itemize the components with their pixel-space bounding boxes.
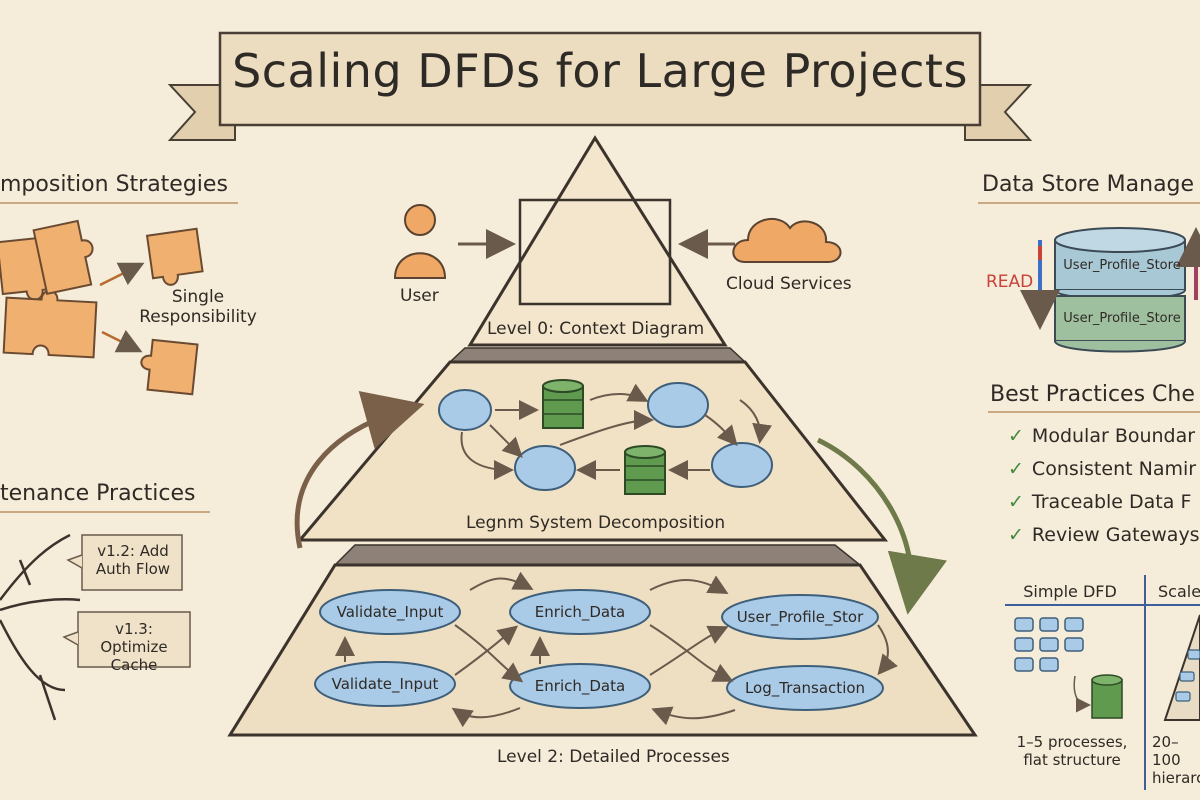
database-icon xyxy=(542,379,584,429)
title-banner xyxy=(167,31,1033,141)
user-label: User xyxy=(400,286,439,306)
puzzle-icon xyxy=(0,219,204,396)
checklist-item: ✓Traceable Data F xyxy=(1008,491,1192,513)
level-2-processes xyxy=(314,571,898,728)
store-label-1: User_Profile_Store xyxy=(1063,258,1181,273)
check-icon: ✓ xyxy=(1008,524,1024,546)
process-enrich-data: Enrich_Data xyxy=(534,603,626,621)
process-validate-input: Validate_Input xyxy=(336,603,444,621)
maintenance-heading: tenance Practices xyxy=(0,481,196,506)
best-practices-heading: Best Practices Che xyxy=(990,382,1195,407)
scaled-dfd-title: Scale xyxy=(1158,582,1200,601)
single-responsibility-label: Single Responsibility xyxy=(139,287,257,327)
simple-dfd-title: Simple DFD xyxy=(1023,582,1117,601)
store-label-2: User_Profile_Store xyxy=(1063,311,1181,326)
page-title: Scaling DFDs for Large Projects xyxy=(232,44,968,98)
simple-dfd-caption: 1–5 processes, flat structure xyxy=(1016,733,1128,769)
pyramid-level-0 xyxy=(467,135,728,347)
decomposition-heading: mposition Strategies xyxy=(0,172,228,197)
checklist-item: ✓Consistent Namir xyxy=(1008,458,1197,480)
version-note-1 xyxy=(66,534,183,591)
database-icon xyxy=(624,445,666,495)
cloud-services-label: Cloud Services xyxy=(726,274,852,294)
user-icon xyxy=(393,204,447,279)
level-1-network xyxy=(438,379,773,495)
version-note-text-2: v1.3: Optimize Cache xyxy=(100,620,168,674)
level-0-label: Level 0: Context Diagram xyxy=(487,319,705,339)
cloud-icon xyxy=(732,218,842,263)
checklist-item: ✓Review Gateways xyxy=(1008,524,1200,546)
process-enrich-data-2: Enrich_Data xyxy=(534,677,626,695)
check-icon: ✓ xyxy=(1008,491,1024,513)
feedback-arrow-right xyxy=(816,437,947,615)
version-branches xyxy=(0,533,81,721)
version-note-2 xyxy=(62,611,191,668)
best-practices-list: ✓Modular Boundar ✓Consistent Namir ✓Trac… xyxy=(1008,425,1200,557)
level-2-label: Level 2: Detailed Processes xyxy=(497,747,730,767)
feedback-arrow-left xyxy=(294,391,425,549)
check-icon: ✓ xyxy=(1008,425,1024,447)
database-icon xyxy=(1054,227,1186,353)
process-log-transaction: Log_Transaction xyxy=(744,679,866,697)
checklist-item: ✓Modular Boundar xyxy=(1008,425,1196,447)
data-store-heading: Data Store Manage xyxy=(982,172,1195,197)
comparison-panel xyxy=(1005,575,1200,790)
pyramid-level-1 xyxy=(296,347,889,542)
read-label: READ xyxy=(986,272,1034,292)
check-icon: ✓ xyxy=(1008,458,1024,480)
version-note-text-1: v1.2: Add Auth Flow xyxy=(95,542,171,578)
process-user-profile-store: User_Profile_Stor xyxy=(736,608,864,626)
level-1-label: Legnm System Decomposition xyxy=(466,513,726,533)
scaled-dfd-caption: 20–100 hierarc xyxy=(1152,733,1200,787)
process-validate-input-2: Validate_Input xyxy=(331,675,439,693)
